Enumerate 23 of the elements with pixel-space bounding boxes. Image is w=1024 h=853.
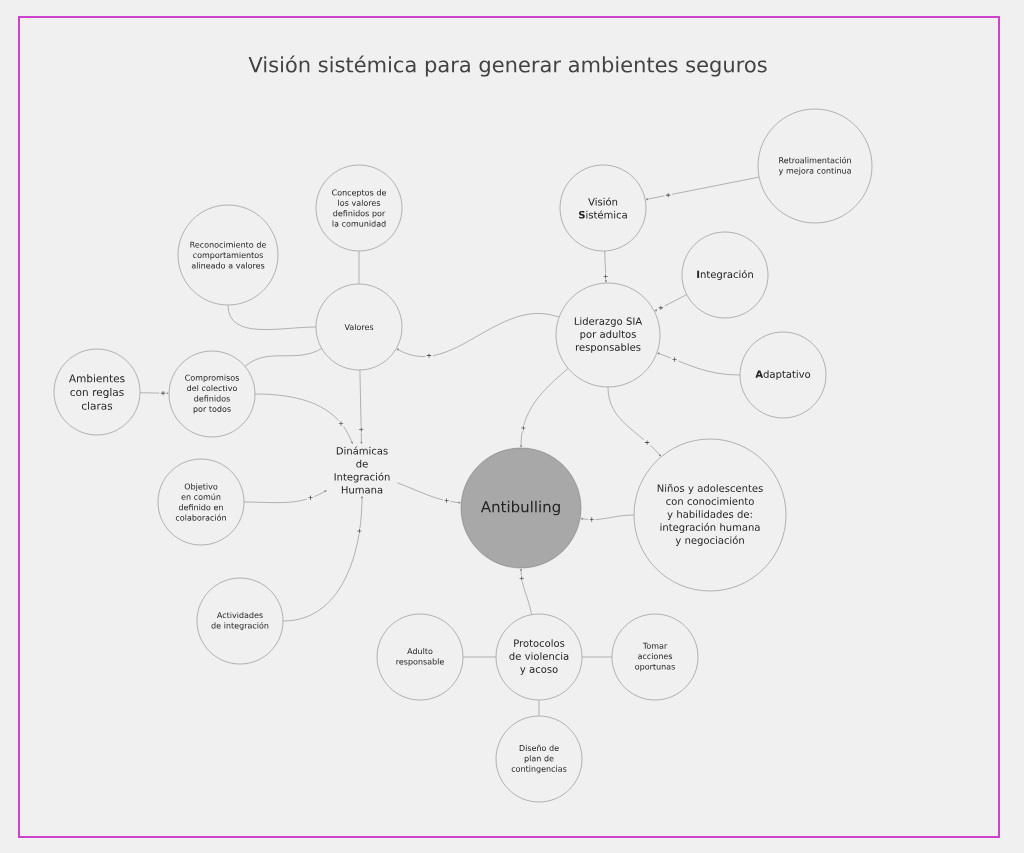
title: Visión sistémica para generar ambientes seguros (248, 55, 767, 77)
connector (607, 387, 661, 457)
connector (244, 348, 322, 367)
connector (358, 251, 360, 284)
connector (463, 656, 496, 658)
connector (604, 250, 607, 283)
connector (580, 514, 634, 520)
connector (520, 368, 569, 448)
connector (283, 496, 363, 622)
connector (520, 568, 532, 615)
connector (396, 313, 560, 357)
connector (538, 700, 540, 716)
concept-text: Dinámicas de Integración Humana (334, 446, 390, 494)
connector (227, 305, 316, 330)
connector (359, 370, 363, 444)
connector (140, 392, 169, 395)
connector (244, 490, 327, 503)
connector (396, 482, 461, 504)
connector (657, 352, 740, 376)
connector (654, 294, 687, 312)
connector (255, 393, 353, 444)
connector (645, 176, 760, 201)
connector (582, 656, 612, 658)
